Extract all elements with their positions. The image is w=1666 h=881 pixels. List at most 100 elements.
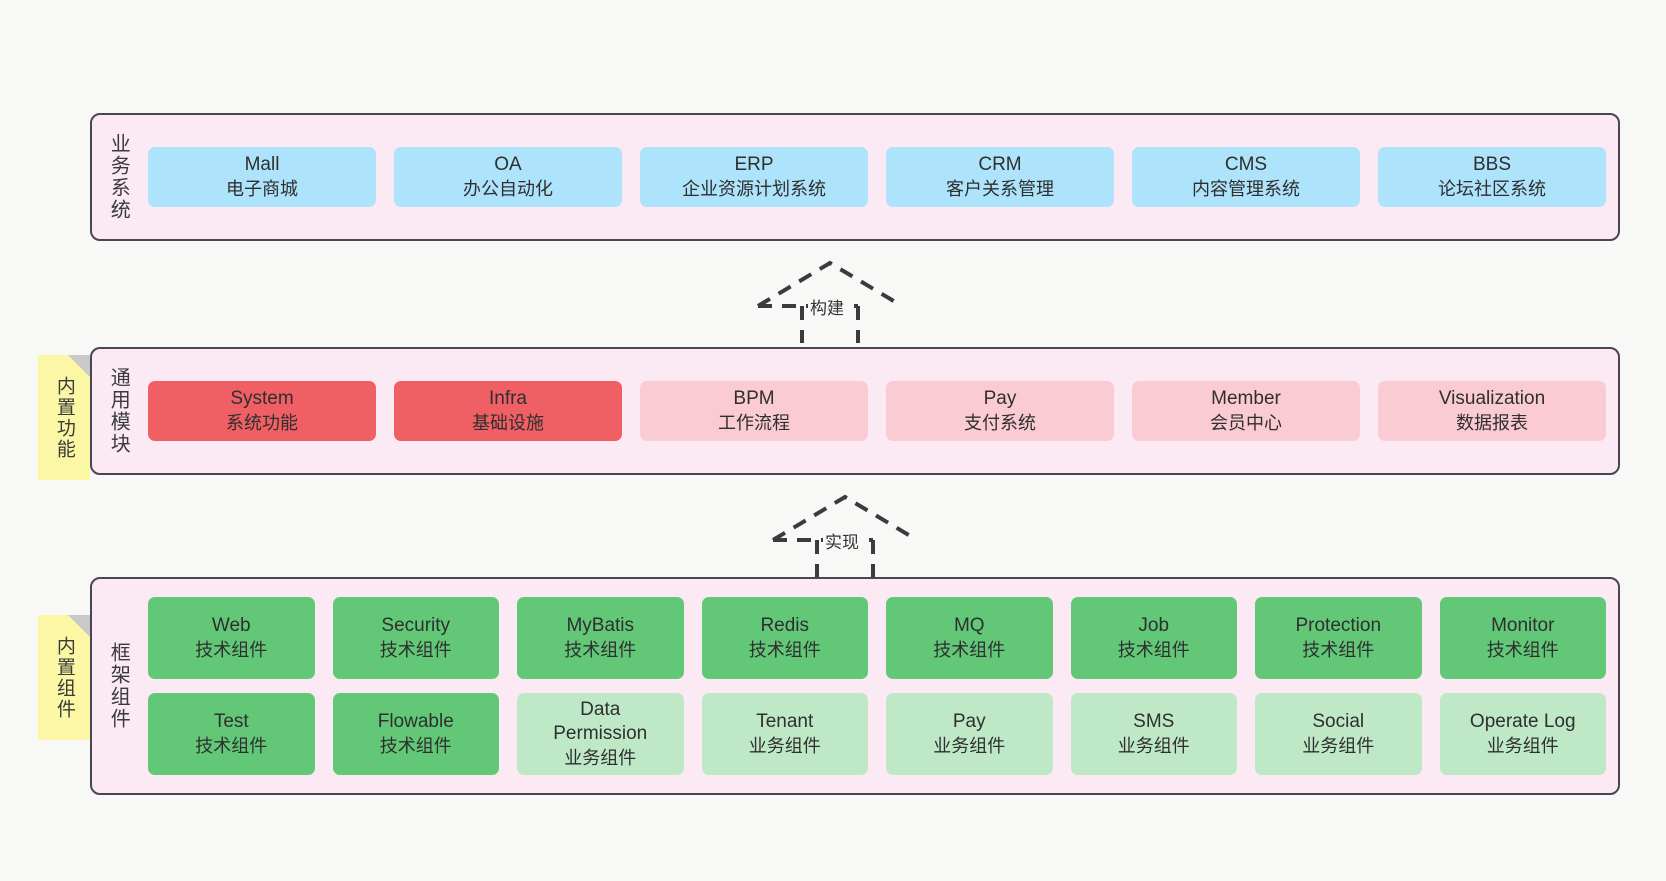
module-name: Mall bbox=[244, 153, 280, 175]
layer-common-module: 通用模块 System 系统功能 Infra 基础设施 BPM 工作流程 Pay… bbox=[90, 347, 1620, 475]
module-box-bpm[interactable]: BPM 工作流程 bbox=[640, 380, 868, 442]
module-box-test[interactable]: Test 技术组件 bbox=[148, 693, 315, 775]
module-name: Security bbox=[381, 614, 451, 636]
module-box-operate-log[interactable]: Operate Log 业务组件 bbox=[1439, 693, 1606, 775]
module-desc: 技术组件 bbox=[933, 639, 1006, 660]
module-desc: 技术组件 bbox=[379, 735, 452, 756]
module-name: CMS bbox=[1224, 153, 1268, 175]
module-box-monitor[interactable]: Monitor 技术组件 bbox=[1439, 597, 1606, 679]
module-box-protection[interactable]: Protection 技术组件 bbox=[1255, 597, 1422, 679]
module-name: Data Permission bbox=[553, 698, 648, 745]
connector-label-implement: 实现 bbox=[823, 528, 861, 553]
module-name: Monitor bbox=[1491, 614, 1555, 636]
sticky-note-builtin-component: 内置组件 bbox=[38, 615, 90, 740]
connector-implement-arrow: 实现 bbox=[765, 492, 930, 577]
module-box-web[interactable]: Web 技术组件 bbox=[148, 597, 315, 679]
module-box-pay[interactable]: Pay 支付系统 bbox=[886, 380, 1114, 442]
module-box-sms[interactable]: SMS 业务组件 bbox=[1070, 693, 1237, 775]
connector-build-arrow: 构建 bbox=[750, 258, 915, 343]
module-desc: 技术组件 bbox=[195, 735, 268, 756]
module-box-system[interactable]: System 系统功能 bbox=[148, 380, 376, 442]
module-desc: 数据报表 bbox=[1456, 412, 1528, 433]
module-desc: 业务组件 bbox=[1486, 735, 1559, 756]
module-name: OA bbox=[494, 153, 522, 175]
module-name: Protection bbox=[1295, 614, 1382, 636]
module-desc: 业务组件 bbox=[933, 735, 1006, 756]
module-name: MQ bbox=[953, 614, 985, 636]
module-name: SMS bbox=[1133, 710, 1175, 732]
module-name: Web bbox=[211, 614, 251, 636]
module-name: BPM bbox=[733, 387, 775, 409]
module-desc: 电子商城 bbox=[226, 178, 298, 199]
module-name: Pay bbox=[952, 710, 986, 732]
module-name: System bbox=[230, 387, 294, 409]
module-desc: 支付系统 bbox=[964, 412, 1036, 433]
module-name: Social bbox=[1312, 710, 1365, 732]
layer-title-business-system: 业务系统 bbox=[107, 133, 130, 221]
module-desc: 技术组件 bbox=[564, 639, 637, 660]
layer-row: Test 技术组件 Flowable 技术组件 Data Permission … bbox=[148, 693, 1606, 775]
module-name: Flowable bbox=[377, 710, 454, 732]
module-box-erp[interactable]: ERP 企业资源计划系统 bbox=[640, 146, 868, 208]
module-desc: 业务组件 bbox=[564, 748, 637, 768]
module-desc: 内容管理系统 bbox=[1192, 178, 1300, 199]
module-box-mybatis[interactable]: MyBatis 技术组件 bbox=[517, 597, 684, 679]
module-name: Test bbox=[213, 710, 249, 732]
module-desc: 企业资源计划系统 bbox=[682, 178, 826, 199]
layer-row: Mall 电子商城 OA 办公自动化 ERP 企业资源计划系统 CRM 客户关系… bbox=[148, 146, 1606, 208]
module-desc: 技术组件 bbox=[748, 639, 821, 660]
module-desc: 技术组件 bbox=[1117, 639, 1190, 660]
module-box-oa[interactable]: OA 办公自动化 bbox=[394, 146, 622, 208]
module-desc: 业务组件 bbox=[1302, 735, 1375, 756]
module-name: Infra bbox=[488, 387, 528, 409]
module-name: Member bbox=[1211, 387, 1281, 409]
module-desc: 会员中心 bbox=[1210, 412, 1282, 433]
module-box-tenant[interactable]: Tenant 业务组件 bbox=[701, 693, 868, 775]
module-desc: 系统功能 bbox=[226, 412, 298, 433]
module-box-redis[interactable]: Redis 技术组件 bbox=[701, 597, 868, 679]
module-name: Redis bbox=[760, 614, 810, 636]
module-desc: 工作流程 bbox=[718, 412, 790, 433]
module-box-crm[interactable]: CRM 客户关系管理 bbox=[886, 146, 1114, 208]
module-desc: 技术组件 bbox=[195, 639, 268, 660]
module-box-bbs[interactable]: BBS 论坛社区系统 bbox=[1378, 146, 1606, 208]
layer-framework-component: 框架组件 Web 技术组件 Security 技术组件 MyBatis 技术组件… bbox=[90, 577, 1620, 795]
module-name: Operate Log bbox=[1469, 710, 1576, 732]
module-desc: 论坛社区系统 bbox=[1438, 178, 1546, 199]
module-name: Visualization bbox=[1438, 387, 1546, 409]
module-box-flowable[interactable]: Flowable 技术组件 bbox=[332, 693, 499, 775]
module-desc: 客户关系管理 bbox=[946, 178, 1054, 199]
module-box-infra[interactable]: Infra 基础设施 bbox=[394, 380, 622, 442]
layer-title-common-module: 通用模块 bbox=[107, 367, 130, 455]
module-name: Tenant bbox=[756, 710, 814, 732]
module-desc: 技术组件 bbox=[1302, 639, 1375, 660]
sticky-note-label: 内置功能 bbox=[53, 375, 75, 460]
module-box-mall[interactable]: Mall 电子商城 bbox=[148, 146, 376, 208]
module-box-member[interactable]: Member 会员中心 bbox=[1132, 380, 1360, 442]
note-fold-corner-icon bbox=[68, 355, 90, 377]
module-box-pay-business[interactable]: Pay 业务组件 bbox=[886, 693, 1053, 775]
layer-row: Web 技术组件 Security 技术组件 MyBatis 技术组件 Redi… bbox=[148, 597, 1606, 679]
module-desc: 技术组件 bbox=[379, 639, 452, 660]
module-box-mq[interactable]: MQ 技术组件 bbox=[886, 597, 1053, 679]
module-desc: 技术组件 bbox=[1486, 639, 1559, 660]
layer-business-system: 业务系统 Mall 电子商城 OA 办公自动化 ERP 企业资源计划系统 CRM… bbox=[90, 113, 1620, 241]
module-name: CRM bbox=[978, 153, 1022, 175]
module-name: ERP bbox=[734, 153, 774, 175]
module-box-cms[interactable]: CMS 内容管理系统 bbox=[1132, 146, 1360, 208]
module-desc: 基础设施 bbox=[472, 412, 544, 433]
module-box-data-permission[interactable]: Data Permission 业务组件 bbox=[517, 693, 684, 775]
module-box-job[interactable]: Job 技术组件 bbox=[1070, 597, 1237, 679]
module-box-visualization[interactable]: Visualization 数据报表 bbox=[1378, 380, 1606, 442]
module-name: Job bbox=[1138, 614, 1170, 636]
module-box-security[interactable]: Security 技术组件 bbox=[332, 597, 499, 679]
module-box-social[interactable]: Social 业务组件 bbox=[1255, 693, 1422, 775]
module-desc: 业务组件 bbox=[748, 735, 821, 756]
sticky-note-builtin-function: 内置功能 bbox=[38, 355, 90, 480]
module-name: BBS bbox=[1472, 153, 1512, 175]
module-name: Pay bbox=[983, 387, 1017, 409]
layer-title-framework-component: 框架组件 bbox=[107, 642, 130, 730]
module-name: MyBatis bbox=[566, 614, 635, 636]
module-desc: 办公自动化 bbox=[463, 178, 553, 199]
